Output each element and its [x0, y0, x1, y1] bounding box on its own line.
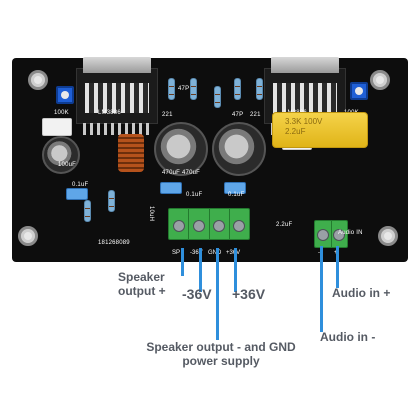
ceramic-capacitor [66, 188, 88, 200]
callout-plus-36v: +36V [232, 286, 266, 302]
mounting-hole [28, 70, 48, 90]
power-speaker-terminal-block [168, 208, 250, 240]
pot-left-label: 100K [54, 110, 69, 116]
leader-line-minus36v [199, 248, 202, 292]
cap-47p-left-label: 47P [178, 86, 190, 92]
board-serial: 181268089 [98, 240, 130, 246]
mounting-hole [378, 226, 398, 246]
trim-potentiometer-right [350, 82, 368, 100]
res-221-left-label: 221 [162, 112, 173, 118]
pin-label-input-plus: + [334, 250, 338, 256]
pin-label-minus36v: -36V [190, 250, 203, 256]
res-221-right-label: 221 [250, 112, 261, 118]
ceramic-capacitor [224, 182, 246, 194]
output-inductor [118, 134, 144, 172]
callout-speaker-output-minus-gnd: Speaker output - and GND power supply [146, 340, 296, 368]
cap-100uf-label: 100uF [58, 162, 77, 168]
pin-label-plus36v: +36V [226, 250, 240, 256]
cap-470uf-right-label: 470uF [182, 170, 201, 176]
pin-label-sp: SP [172, 250, 181, 256]
audio-input-terminal-block [314, 220, 348, 248]
film-cap-line1: 3.3K 100V [285, 117, 323, 126]
callout-audio-in-plus: Audio in + [332, 286, 391, 300]
inductor-label: 10uH [148, 206, 154, 222]
cap-47p-right-label: 47P [232, 112, 244, 118]
audio-in-silk-label: Audio IN [338, 230, 363, 236]
amplifier-board: 100K 100K LM3886 LM3886 221 47P 47P 221 … [12, 57, 408, 262]
electrolytic-capacitor-left [154, 122, 208, 176]
electrolytic-capacitor-right [212, 122, 266, 176]
mounting-hole [370, 70, 390, 90]
leader-line-gnd [216, 248, 219, 340]
film-cap-line2: 2.2uF [285, 127, 306, 136]
cap-01uf-mid-left-label: 0.1uF [186, 192, 203, 198]
cap-01uf-mid-right-label: 0.1uF [228, 192, 245, 198]
ceramic-capacitor [160, 182, 182, 194]
leader-line-audio-plus [336, 246, 339, 288]
resistor [256, 78, 263, 100]
resistor [190, 78, 197, 100]
pin-label-gnd: GND [208, 250, 222, 256]
film-cap-value: 2.2uF [276, 222, 293, 228]
cap-470uf-left-label: 470uF [162, 170, 181, 176]
callout-minus-36v: -36V [182, 286, 212, 302]
electrolytic-capacitor [42, 136, 80, 174]
trim-potentiometer-left [56, 86, 74, 104]
leader-line-audio-minus [320, 246, 323, 332]
mounting-hole [18, 226, 38, 246]
amplifier-ic-left [76, 57, 158, 135]
leader-line-sp [181, 248, 184, 276]
yellow-film-capacitor: 3.3K 100V 2.2uF [272, 112, 368, 148]
resistor [234, 78, 241, 100]
cap-01uf-left-label: 0.1uF [72, 182, 89, 188]
callout-audio-in-minus: Audio in - [320, 330, 376, 344]
resistor [84, 200, 91, 222]
pin-label-input-minus: - [318, 250, 320, 256]
resistor [168, 78, 175, 100]
callout-speaker-output-plus: Speaker output + [118, 270, 166, 298]
ic-left-label: LM3886 [98, 110, 121, 116]
leader-line-plus36v [234, 248, 237, 292]
resistor [214, 86, 221, 108]
film-capacitor [42, 118, 72, 136]
resistor [108, 190, 115, 212]
